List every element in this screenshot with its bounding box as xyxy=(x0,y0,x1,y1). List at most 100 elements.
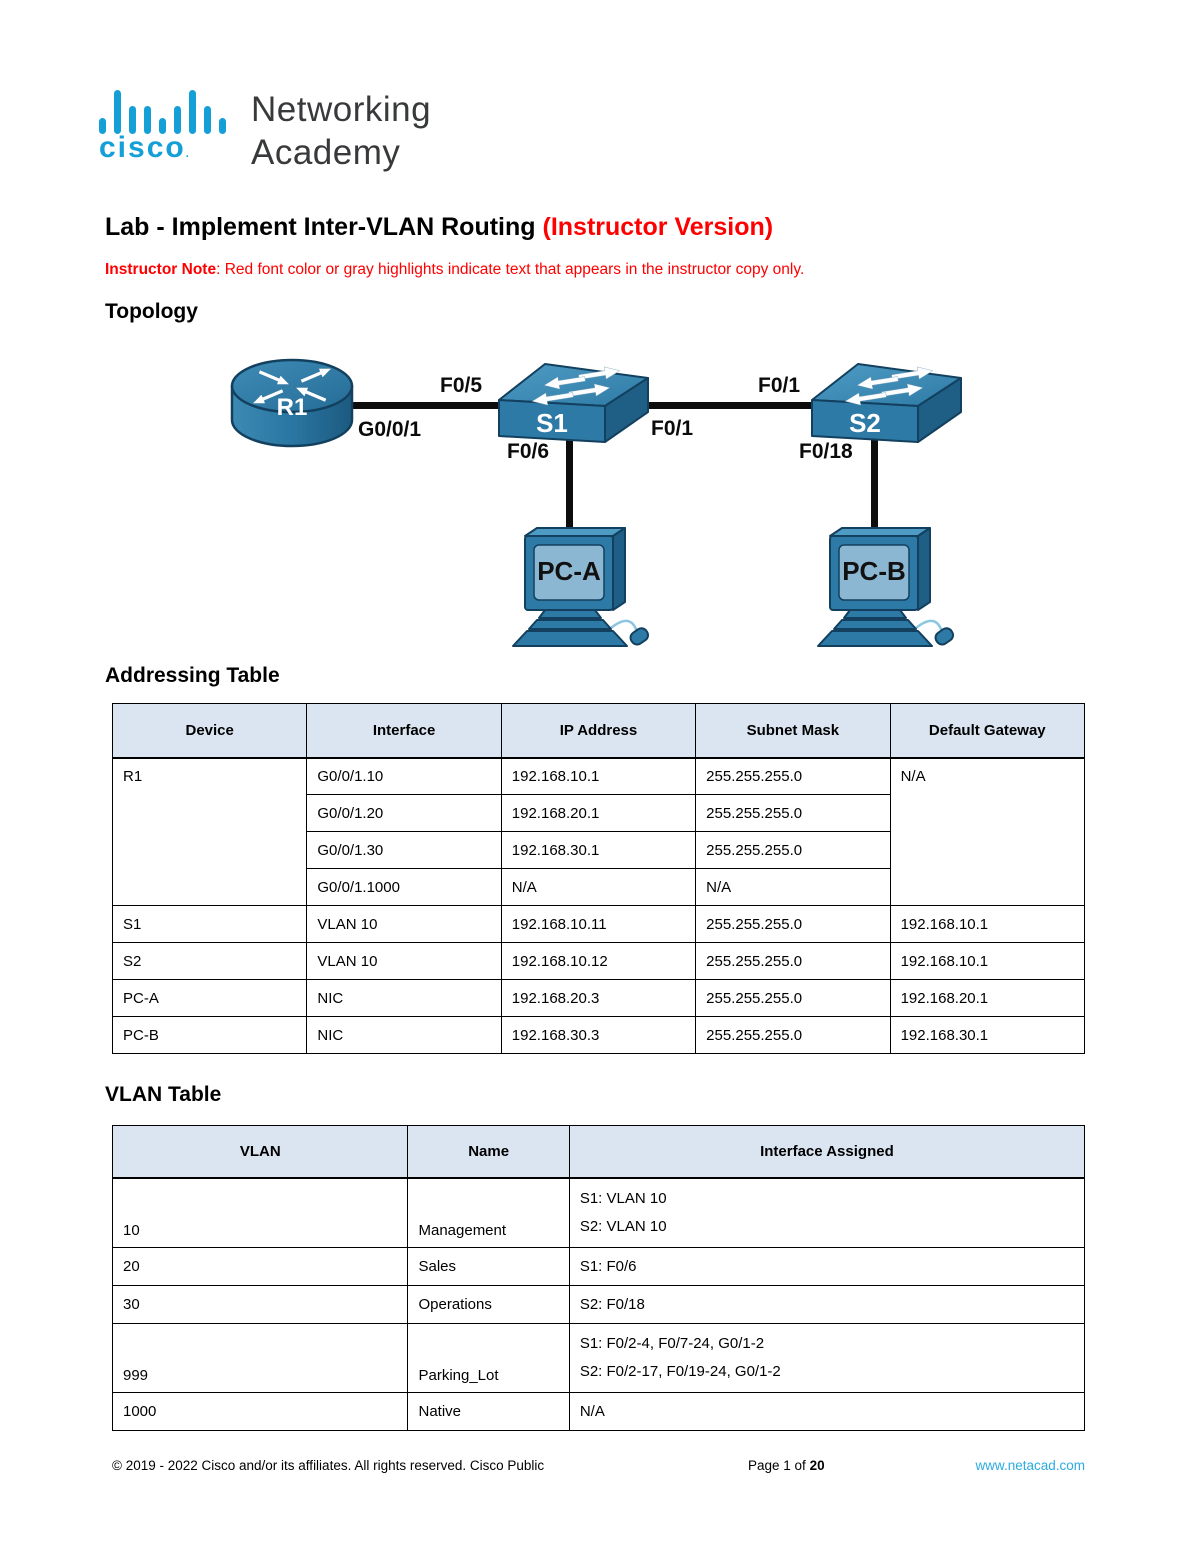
addressing-table-heading: Addressing Table xyxy=(105,664,280,687)
switch-s1-label: S1 xyxy=(536,408,568,438)
pc-icon xyxy=(512,527,650,647)
interface-line: S1: F0/2-4, F0/7-24, G0/1-2 xyxy=(579,1334,765,1352)
cell-mask: 255.255.255.0 xyxy=(695,831,891,869)
topology-heading: Topology xyxy=(105,300,198,323)
cell-gateway: N/A xyxy=(889,757,1086,906)
footer-page-prefix: Page 1 of xyxy=(748,1458,810,1473)
cell-device: PC-B xyxy=(111,1016,308,1054)
cisco-wordmark: cisco. xyxy=(99,131,191,164)
port-label-g0-0-1: G0/0/1 xyxy=(358,418,422,441)
col-header-name: Name xyxy=(407,1125,570,1179)
cell-gateway: 192.168.10.1 xyxy=(889,942,1086,980)
cell-name: Parking_Lot xyxy=(407,1322,570,1393)
cell-vlan: 1000 xyxy=(111,1391,409,1431)
router-r1: R1 xyxy=(228,352,356,454)
cell-name: Sales xyxy=(407,1246,570,1286)
col-header-device: Device xyxy=(111,703,308,759)
cell-vlan: 20 xyxy=(111,1246,409,1286)
router-r1-label: R1 xyxy=(276,394,308,421)
switch-s2: S2 xyxy=(808,354,965,448)
cell-name: Management xyxy=(407,1177,570,1248)
cell-interfaces: S1: F0/6 xyxy=(568,1246,1086,1286)
table-row: S2 VLAN 10 192.168.10.12 255.255.255.0 1… xyxy=(111,942,1086,980)
router-icon xyxy=(230,358,354,448)
switch-icon xyxy=(498,363,649,443)
cell-interface: NIC xyxy=(306,1016,502,1054)
cisco-logo-bars-icon xyxy=(99,90,226,134)
cell-gateway: 192.168.20.1 xyxy=(889,979,1086,1017)
cell-interface: G0/0/1.10 xyxy=(306,757,502,795)
cell-name: Native xyxy=(407,1391,570,1431)
cell-gateway: 192.168.30.1 xyxy=(889,1016,1086,1054)
port-label-f0-1-s2: F0/1 xyxy=(758,374,801,397)
title-instructor-version: (Instructor Version) xyxy=(542,213,774,241)
pc-b-label: PC-B xyxy=(842,556,906,586)
cell-mask: 255.255.255.0 xyxy=(695,905,891,943)
table-row: S1 VLAN 10 192.168.10.11 255.255.255.0 1… xyxy=(111,905,1086,943)
cell-interface: VLAN 10 xyxy=(306,905,502,943)
col-header-vlan: VLAN xyxy=(111,1125,409,1179)
link-s1-s2 xyxy=(636,402,818,409)
addressing-header-row: Device Interface IP Address Subnet Mask … xyxy=(111,703,1086,759)
col-header-ip: IP Address xyxy=(500,703,697,759)
vlan-table: VLAN Name Interface Assigned 10 Manageme… xyxy=(111,1125,1086,1431)
link-s1-pca xyxy=(566,438,573,528)
instructor-note-text: : Red font color or gray highlights indi… xyxy=(216,261,805,278)
topology-diagram: R1 S1 xyxy=(0,330,1200,660)
cell-ip: 192.168.30.1 xyxy=(500,831,697,869)
cell-interfaces: S1: VLAN 10 S2: VLAN 10 xyxy=(568,1177,1086,1248)
cell-device: S2 xyxy=(111,942,308,980)
cell-interface: G0/0/1.1000 xyxy=(306,868,502,906)
cell-mask: 255.255.255.0 xyxy=(695,942,891,980)
footer-copyright: © 2019 - 2022 Cisco and/or its affiliate… xyxy=(112,1458,545,1473)
pc-a-label: PC-A xyxy=(537,556,601,586)
cell-ip: N/A xyxy=(500,868,697,906)
port-label-f0-5: F0/5 xyxy=(440,374,483,397)
cell-ip: 192.168.10.11 xyxy=(500,905,697,943)
netacad-link[interactable]: www.netacad.com xyxy=(975,1458,1085,1473)
interface-line: S2: VLAN 10 xyxy=(579,1217,667,1235)
cell-interface: VLAN 10 xyxy=(306,942,502,980)
port-label-f0-6: F0/6 xyxy=(507,440,550,463)
footer-page-number: Page 1 of 20 xyxy=(748,1458,825,1473)
cell-gateway: 192.168.10.1 xyxy=(889,905,1086,943)
networking-academy-wordmark: Networking Academy xyxy=(251,90,432,172)
cell-interfaces: N/A xyxy=(568,1391,1086,1431)
instructor-note: Instructor Note: Red font color or gray … xyxy=(105,261,804,279)
table-row: 1000 Native N/A xyxy=(111,1391,1086,1431)
vlan-header-row: VLAN Name Interface Assigned xyxy=(111,1125,1086,1179)
pc-b: PC-B xyxy=(812,522,967,657)
title-main: Lab - Implement Inter-VLAN Routing xyxy=(105,213,543,241)
page-title: Lab - Implement Inter-VLAN Routing (Inst… xyxy=(105,213,773,242)
cell-vlan: 30 xyxy=(111,1284,409,1324)
table-row: PC-B NIC 192.168.30.3 255.255.255.0 192.… xyxy=(111,1016,1086,1054)
addressing-table: Device Interface IP Address Subnet Mask … xyxy=(111,703,1086,1054)
cisco-logo: cisco. Networking Academy xyxy=(97,84,517,184)
link-r1-s1 xyxy=(340,402,505,409)
cell-vlan: 999 xyxy=(111,1322,409,1393)
cell-ip: 192.168.20.3 xyxy=(500,979,697,1017)
interface-line: S1: VLAN 10 xyxy=(579,1189,667,1207)
cell-interface: G0/0/1.20 xyxy=(306,794,502,832)
table-row: 999 Parking_Lot S1: F0/2-4, F0/7-24, G0/… xyxy=(111,1322,1086,1393)
cell-mask: 255.255.255.0 xyxy=(695,757,891,795)
switch-icon xyxy=(811,363,962,443)
cell-device: R1 xyxy=(111,757,308,906)
cell-ip: 192.168.20.1 xyxy=(500,794,697,832)
port-label-f0-1-s1: F0/1 xyxy=(651,417,694,440)
cell-ip: 192.168.10.1 xyxy=(500,757,697,795)
cell-name: Operations xyxy=(407,1284,570,1324)
instructor-note-label: Instructor Note xyxy=(105,261,217,278)
switch-s2-label: S2 xyxy=(849,408,881,438)
footer-page-total: 20 xyxy=(809,1458,825,1473)
cell-device: PC-A xyxy=(111,979,308,1017)
pc-icon xyxy=(817,527,955,647)
table-row: 20 Sales S1: F0/6 xyxy=(111,1246,1086,1286)
cell-vlan: 10 xyxy=(111,1177,409,1248)
table-row: G0/0/1.1000 N/A N/A xyxy=(113,868,1085,906)
col-header-interface: Interface xyxy=(306,703,502,759)
cell-mask: N/A xyxy=(695,868,891,906)
cell-mask: 255.255.255.0 xyxy=(695,979,891,1017)
table-row: G0/0/1.30 192.168.30.1 255.255.255.0 xyxy=(113,831,1085,869)
cell-mask: 255.255.255.0 xyxy=(695,1016,891,1054)
